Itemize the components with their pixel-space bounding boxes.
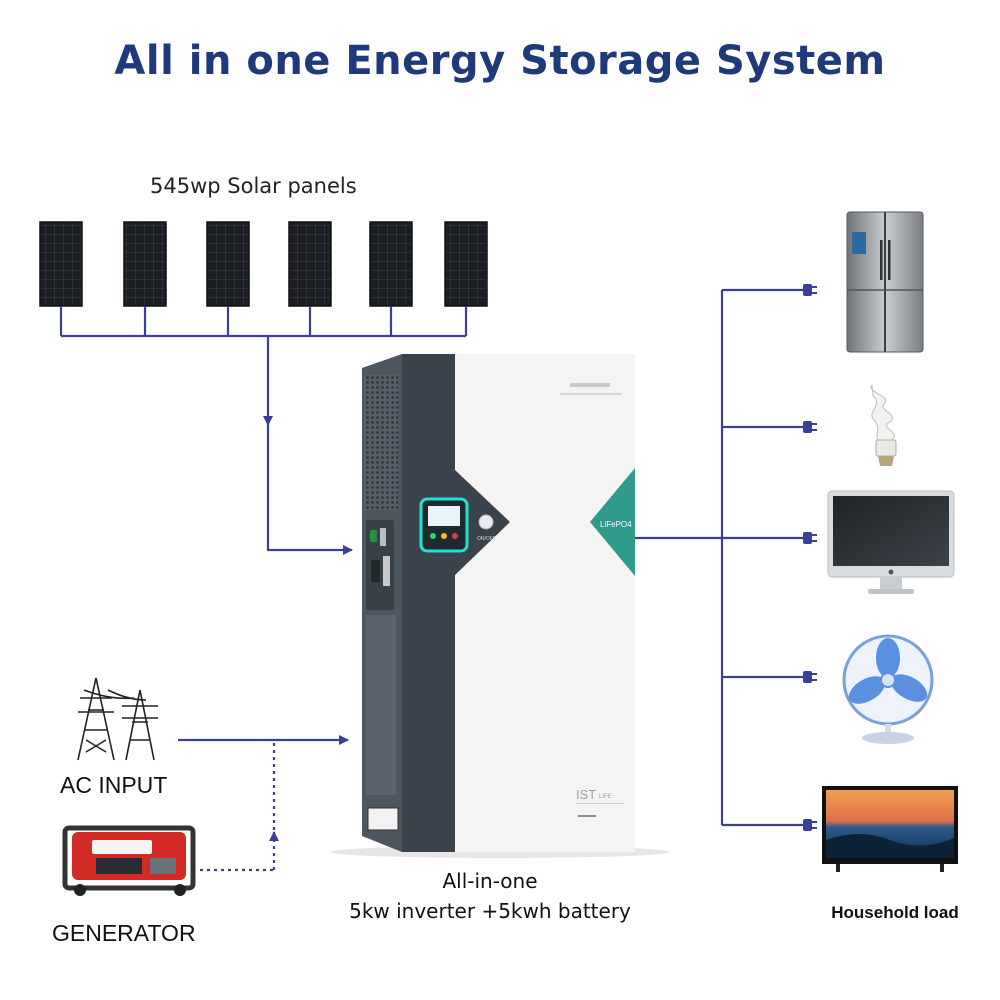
household-load-label: Household load	[831, 903, 959, 922]
brand-sub-label: LIFE	[599, 794, 612, 800]
chemistry-label: LiFePO4	[600, 520, 632, 529]
load-wiring	[635, 288, 805, 827]
generator-icon	[62, 825, 196, 896]
ac-input-label: AC INPUT	[60, 772, 168, 798]
solar-panel-array	[39, 221, 488, 307]
product-caption: All-in-one 5kw inverter +5kwh battery	[330, 866, 650, 926]
all-in-one-unit: LiFePO4 ON/OFF IST LIFE	[330, 354, 670, 858]
plug-icons	[803, 284, 817, 831]
ac-input-wiring	[178, 735, 349, 872]
electric-fan-icon	[842, 634, 934, 744]
solar-panel	[444, 221, 488, 307]
plug-icon	[803, 671, 817, 683]
brand-label: IST	[576, 787, 596, 802]
solar-wiring	[59, 306, 468, 555]
plug-icon	[803, 819, 817, 831]
solar-panel	[123, 221, 167, 307]
power-button-label: ON/OFF	[477, 536, 496, 542]
power-button	[478, 514, 494, 530]
power-pylon-icon	[77, 677, 158, 761]
solar-panel	[369, 221, 413, 307]
solar-panel	[288, 221, 332, 307]
plug-icon	[803, 284, 817, 296]
page-title: All in one Energy Storage System	[114, 38, 886, 84]
refrigerator-icon	[846, 211, 924, 353]
plug-icon	[803, 532, 817, 544]
solar-panel	[39, 221, 83, 307]
generator-label: GENERATOR	[52, 920, 196, 946]
light-bulb-icon	[870, 383, 897, 466]
product-caption-line2: 5kw inverter +5kwh battery	[349, 899, 631, 923]
product-caption-line1: All-in-one	[442, 869, 538, 893]
plug-icon	[803, 421, 817, 433]
television-icon	[822, 786, 958, 872]
computer-monitor-icon	[827, 490, 955, 594]
solar-panel	[206, 221, 250, 307]
solar-panels-label: 545wp Solar panels	[150, 174, 357, 198]
